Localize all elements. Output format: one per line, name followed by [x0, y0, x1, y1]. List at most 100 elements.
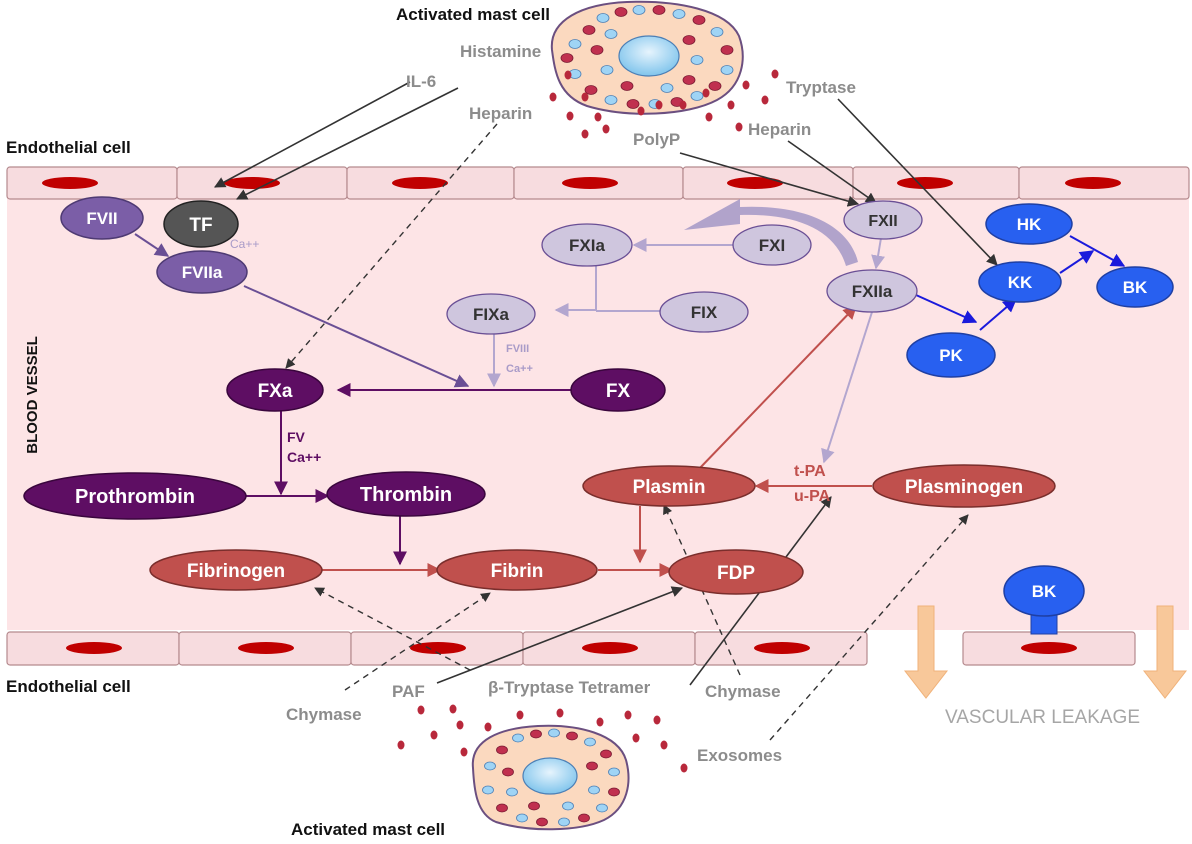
endothelial-nucleus [66, 642, 122, 654]
vascular-leakage-arrows [903, 605, 1188, 699]
common-arrows [246, 383, 572, 566]
node-thrombin: Thrombin [326, 471, 486, 517]
leakage-arrow-icon [1142, 605, 1188, 699]
released-granules-bottom [397, 704, 688, 773]
arrow-tryptase-kk [837, 98, 998, 266]
arrow-hk-bk [1069, 235, 1126, 267]
endothelial-nucleus [238, 642, 294, 654]
arrow-fxiia-tpa [821, 311, 873, 464]
endothelial-nucleus [727, 177, 783, 189]
node-fx: FX [570, 368, 666, 412]
node-label: BK [1123, 278, 1148, 297]
arrow-fviia-fx [243, 285, 470, 388]
node-fviia: FVIIa [156, 250, 248, 294]
node-label: Prothrombin [75, 486, 195, 508]
node-fibrinogen: Fibrinogen [149, 549, 323, 591]
node-fdp: FDP [668, 549, 804, 595]
node-fixa: FIXa [446, 293, 536, 335]
bottom-endothelial-nuclei [66, 642, 1077, 654]
mediator-exosomes: Exosomes [697, 746, 782, 765]
endothelial-nucleus [410, 642, 466, 654]
label-vascular-leakage: VASCULAR LEAKAGE [945, 707, 1140, 728]
node-label: Thrombin [360, 484, 452, 506]
node-pk: PK [906, 332, 996, 378]
mediator-il6: IL-6 [406, 72, 436, 91]
node-label: FXIIa [852, 282, 893, 301]
node-kk: KK [978, 261, 1062, 303]
arrow-paf-fdp [436, 586, 684, 684]
node-bk: BK [1096, 266, 1174, 308]
node-prothrombin: Prothrombin [23, 472, 247, 520]
arrow-tryptase-fibrinogen [314, 587, 471, 671]
mast-cell-nucleus [522, 757, 578, 795]
node-label: KK [1008, 273, 1033, 292]
label-endothelial-top: Endothelial cell [6, 138, 131, 157]
node-label: Fibrinogen [187, 561, 285, 582]
node-label: FXIa [569, 236, 605, 255]
node-fvii: FVII [60, 196, 144, 240]
label-mast-cell-top: Activated mast cell [396, 5, 550, 24]
node-fxiia: FXIIa [826, 269, 918, 313]
cofactor-fviii: FVIII [506, 343, 529, 355]
node-label: Plasmin [633, 477, 706, 498]
node-label: FVIIa [182, 263, 223, 282]
mast-cell-granules [560, 5, 734, 109]
node-label: FVII [86, 209, 117, 228]
node-fxii: FXII [843, 200, 923, 240]
node-fibrin: Fibrin [436, 549, 598, 591]
mast-cell-granules [482, 728, 620, 827]
node-label: FIXa [473, 305, 509, 324]
mediator-beta-tryptase: β-Tryptase Tetramer [488, 678, 651, 697]
node-label: FIX [691, 303, 718, 322]
endothelial-nucleus [562, 177, 618, 189]
node-label: Fibrin [491, 561, 544, 582]
arrow-exosomes-plasminogen [769, 514, 969, 741]
arrow-kk-hk [1059, 250, 1095, 274]
bottom-endothelium [6, 631, 1136, 666]
mediator-heparin-right: Heparin [748, 120, 811, 139]
node-fxa: FXa [226, 368, 324, 412]
arrow-heparin-fxii [787, 140, 877, 204]
node-label: Plasminogen [905, 477, 1023, 498]
node-label: FX [606, 381, 631, 402]
kinin-arrows [915, 235, 1126, 331]
node-label: PK [939, 346, 963, 365]
cofactor-upa: u-PA [794, 488, 831, 505]
intrinsic-arrows [487, 237, 885, 464]
bk-receptor-stem [1030, 613, 1058, 635]
node-tf: TF [163, 200, 239, 248]
arrow-heparin-fxa [285, 123, 498, 369]
node-fxia: FXIa [541, 223, 633, 267]
mediator-histamine: Histamine [460, 42, 541, 61]
arrow-polyp-fxii [679, 152, 860, 207]
endothelial-nucleus [897, 177, 953, 189]
arrow-pk-kk [979, 298, 1018, 331]
node-label: FDP [717, 563, 755, 584]
endothelial-nucleus [582, 642, 638, 654]
node-fxi: FXI [732, 224, 812, 266]
node-label: BK [1032, 582, 1057, 601]
cofactor-ca-fix: Ca++ [506, 363, 533, 375]
label-endothelial-bottom: Endothelial cell [6, 677, 131, 696]
cofactor-tpa: t-PA [794, 463, 826, 480]
arrow-fxii-fxiia [871, 237, 885, 270]
arrow-histamine-tf [235, 87, 459, 200]
arrow-plasmin-fxiia [697, 304, 857, 471]
mediator-paf: PAF [392, 682, 425, 701]
mediator-chymase-left: Chymase [286, 705, 362, 724]
label-blood-vessel: BLOOD VESSEL [24, 336, 41, 454]
mediator-chymase-right: Chymase [705, 682, 781, 701]
arrow-il6-tf [214, 81, 411, 188]
feedback-arc-fxiia-fxi [684, 199, 858, 266]
top-endothelial-nuclei [42, 177, 1121, 189]
endothelial-nucleus [392, 177, 448, 189]
endothelial-nucleus [1021, 642, 1077, 654]
node-label: FXa [258, 381, 293, 402]
endothelial-nucleus [224, 177, 280, 189]
node-hk: HK [985, 203, 1073, 245]
node-plasminogen: Plasminogen [872, 464, 1056, 508]
endothelial-nucleus [754, 642, 810, 654]
released-granules-top [549, 69, 779, 139]
node-label: FXI [759, 236, 785, 255]
node-label: FXII [868, 213, 897, 230]
